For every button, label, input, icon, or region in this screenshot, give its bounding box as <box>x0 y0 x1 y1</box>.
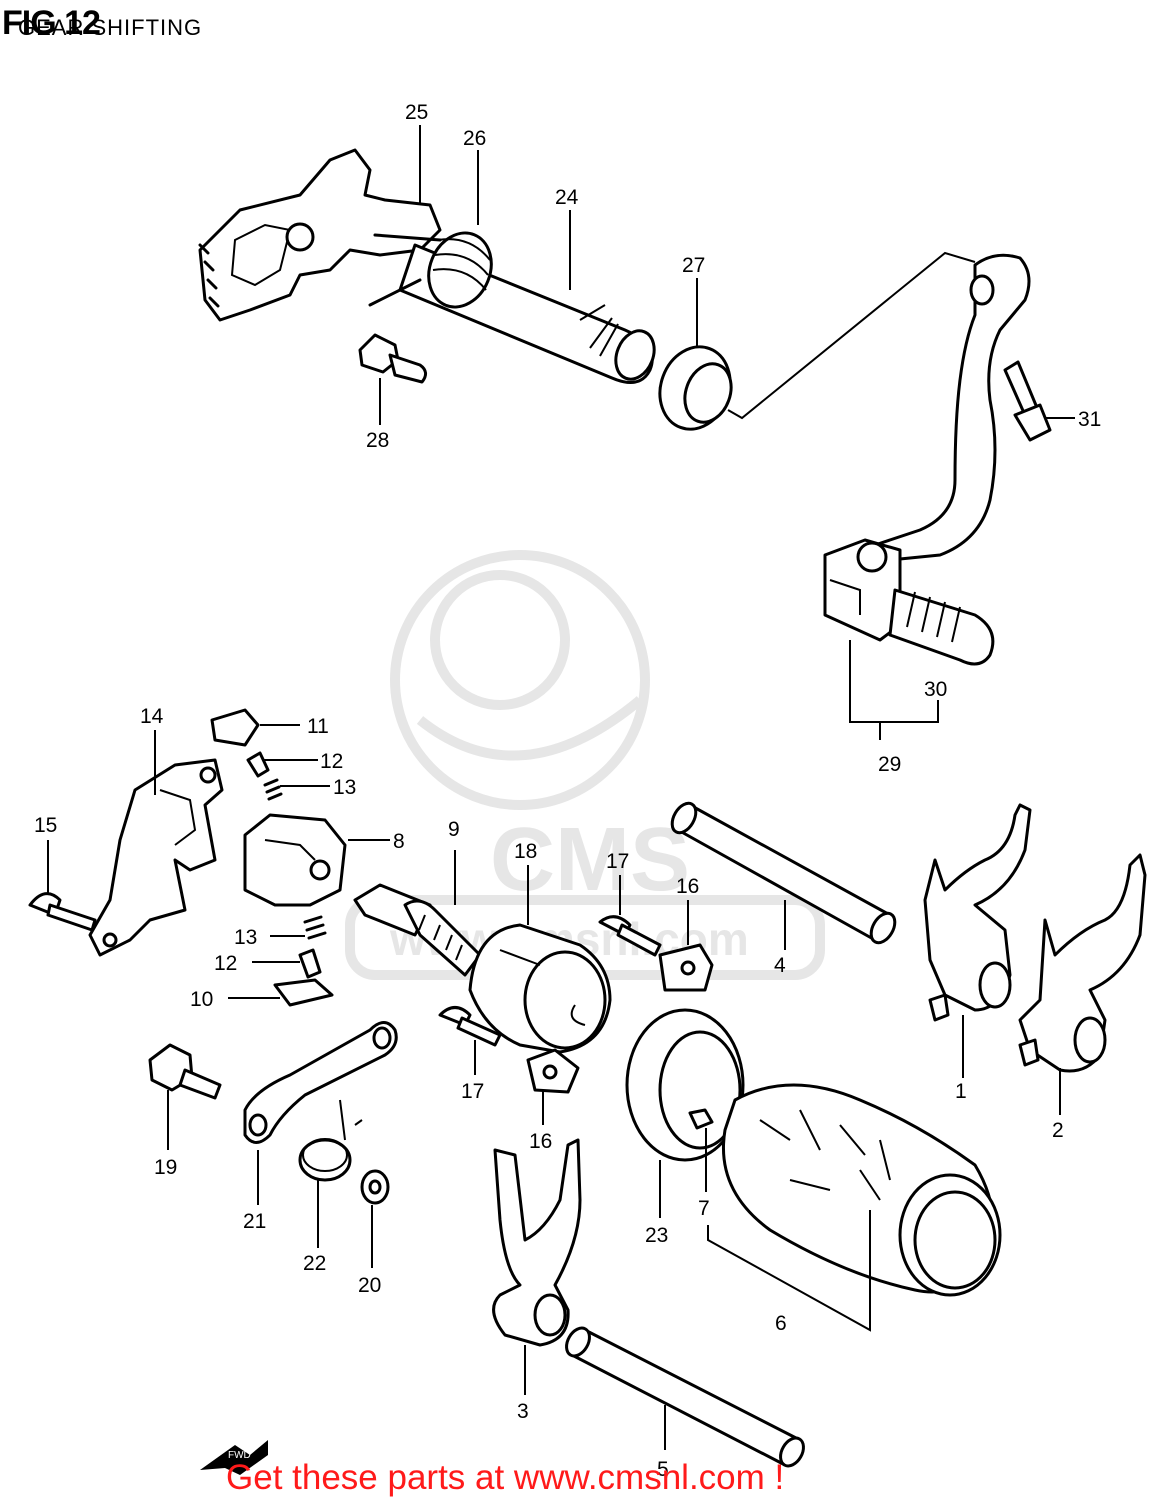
shaft-bolt-28 <box>358 333 427 384</box>
callout-5: 5 <box>657 1458 669 1481</box>
figure-number: FIG 12 <box>2 4 101 42</box>
forward-arrow-marker: FWD <box>200 1440 268 1475</box>
bolt-19 <box>148 1043 222 1100</box>
callout-22: 22 <box>303 1252 326 1275</box>
fwd-label: FWD <box>228 1450 251 1461</box>
callout-17-top: 17 <box>606 850 629 873</box>
callout-18: 18 <box>514 840 537 863</box>
callout-4: 4 <box>774 954 786 977</box>
callout-13-lower: 13 <box>234 926 257 949</box>
spring-22 <box>298 1099 363 1182</box>
oil-seal-27 <box>658 345 733 431</box>
lever-bolt-31 <box>1003 360 1052 442</box>
callout-31: 31 <box>1078 408 1101 431</box>
callout-14: 14 <box>140 705 164 728</box>
callout-30: 30 <box>924 678 947 701</box>
screw-17-upper <box>598 915 662 957</box>
callout-25: 25 <box>405 101 428 124</box>
callout-10: 10 <box>190 988 213 1011</box>
callout-12-lower: 12 <box>214 952 237 975</box>
washer-16-lower <box>526 1048 580 1094</box>
gearshift-lever <box>823 253 1031 666</box>
callout-24: 24 <box>555 186 579 209</box>
figure-subtitle: GEAR SHIFTING <box>18 15 203 40</box>
screw-17-lower <box>438 1006 502 1047</box>
gearshift-fork-2 <box>1018 853 1147 1073</box>
callout-13: 13 <box>333 776 356 799</box>
pawl-holder-8 <box>210 708 347 1007</box>
callout-29: 29 <box>878 753 901 776</box>
stopper-plate-14 <box>88 758 224 957</box>
callout-19: 19 <box>154 1156 177 1179</box>
callout-3: 3 <box>517 1400 529 1423</box>
callout-17-bottom: 17 <box>461 1080 484 1103</box>
callout-16-top: 16 <box>676 875 699 898</box>
gearshift-shaft-assembly <box>198 148 656 384</box>
callout-numbers: 25 26 24 27 28 31 30 29 14 11 12 13 8 15… <box>34 101 1101 1481</box>
watermark-logo: CMS <box>490 810 690 910</box>
pin-9 <box>353 883 482 977</box>
callout-23: 23 <box>645 1224 668 1247</box>
fork-shaft-4 <box>670 801 897 945</box>
gearshift-cam-18 <box>468 923 612 1054</box>
callout-12: 12 <box>320 750 343 773</box>
callout-8: 8 <box>393 830 405 853</box>
fork-shaft-5 <box>565 1326 805 1468</box>
callout-26: 26 <box>463 127 486 150</box>
stopper-arm-21 <box>243 1021 398 1144</box>
callout-9: 9 <box>448 818 460 841</box>
callout-2: 2 <box>1052 1119 1064 1142</box>
gearshift-fork-3 <box>492 1138 582 1347</box>
callout-7: 7 <box>698 1197 710 1220</box>
callout-11: 11 <box>307 715 329 738</box>
callout-16-bottom: 16 <box>529 1130 552 1153</box>
callout-15: 15 <box>34 814 57 837</box>
callout-6: 6 <box>775 1312 787 1335</box>
seal-23 <box>625 1008 745 1162</box>
callout-27: 27 <box>682 254 705 277</box>
gearshift-fork-1 <box>923 803 1032 1022</box>
leader-lines <box>47 125 1075 1450</box>
callout-1: 1 <box>955 1080 967 1103</box>
screw-15 <box>28 892 97 932</box>
gearshift-drum-6 <box>721 1083 1002 1297</box>
promo-link-text[interactable]: Get these parts at www.cmsnl.com ! <box>226 1458 785 1497</box>
callout-20: 20 <box>358 1274 381 1297</box>
callout-28: 28 <box>366 429 389 452</box>
washer-20 <box>360 1169 390 1205</box>
washer-16-upper <box>658 943 714 992</box>
callout-21: 21 <box>243 1210 266 1233</box>
pin-7 <box>688 1108 714 1130</box>
